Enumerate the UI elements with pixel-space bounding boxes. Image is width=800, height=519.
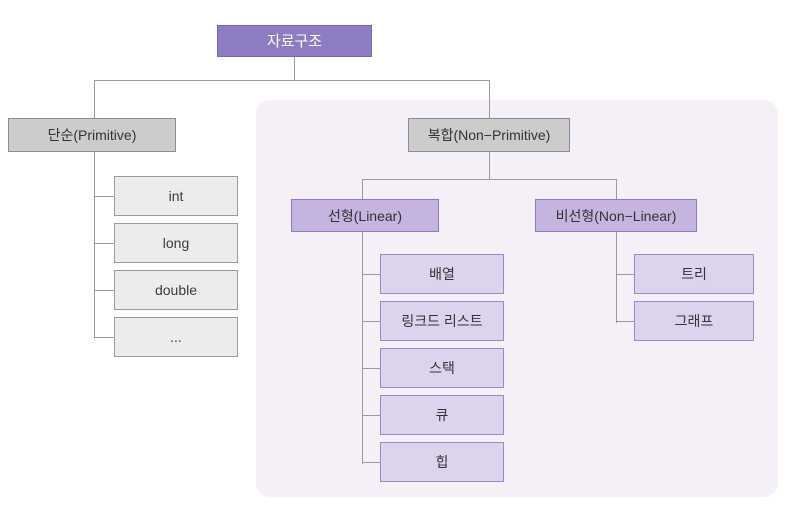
node-primitive-long[interactable]: long bbox=[114, 223, 238, 263]
connector-to-non-linear bbox=[616, 179, 617, 200]
connector-to-primitive bbox=[94, 80, 95, 118]
connector-to-non-primitive bbox=[489, 80, 490, 118]
node-root[interactable]: 자료구조 bbox=[217, 25, 372, 57]
connector-linear-stub-4 bbox=[362, 415, 380, 416]
connector-to-linear bbox=[362, 179, 363, 200]
connector-linear-stub-5 bbox=[362, 462, 380, 463]
node-primitive[interactable]: 단순(Primitive) bbox=[8, 118, 176, 152]
connector-root-stem bbox=[294, 57, 295, 81]
connector-primitive-stub-2 bbox=[94, 243, 114, 244]
node-linear-stack[interactable]: 스택 bbox=[380, 348, 504, 388]
connector-linear-stub-1 bbox=[362, 274, 380, 275]
node-primitive-double[interactable]: double bbox=[114, 270, 238, 310]
node-linear-array[interactable]: 배열 bbox=[380, 254, 504, 294]
node-non-linear-graph[interactable]: 그래프 bbox=[634, 301, 754, 341]
node-non-primitive[interactable]: 복합(Non−Primitive) bbox=[408, 118, 570, 152]
connector-primitive-stub-3 bbox=[94, 290, 114, 291]
node-primitive-ellipsis[interactable]: ... bbox=[114, 317, 238, 357]
connector-non-primitive-stem bbox=[489, 152, 490, 179]
node-non-linear[interactable]: 비선형(Non−Linear) bbox=[535, 199, 697, 232]
node-linear-linked-list[interactable]: 링크드 리스트 bbox=[380, 301, 504, 341]
node-linear[interactable]: 선형(Linear) bbox=[291, 199, 439, 232]
connector-primitive-stub-4 bbox=[94, 337, 114, 338]
node-non-linear-tree[interactable]: 트리 bbox=[634, 254, 754, 294]
connector-non-primitive-bus bbox=[362, 179, 616, 180]
connector-linear-stub-3 bbox=[362, 368, 380, 369]
connector-non-linear-stub-2 bbox=[616, 321, 634, 322]
node-linear-heap[interactable]: 힙 bbox=[380, 442, 504, 482]
node-linear-queue[interactable]: 큐 bbox=[380, 395, 504, 435]
non-primitive-group-panel bbox=[256, 100, 778, 497]
connector-root-bus bbox=[94, 80, 490, 81]
connector-linear-spine bbox=[362, 232, 363, 464]
node-primitive-int[interactable]: int bbox=[114, 176, 238, 216]
connector-non-linear-stub-1 bbox=[616, 274, 634, 275]
connector-primitive-stub-1 bbox=[94, 196, 114, 197]
connector-non-linear-spine bbox=[616, 232, 617, 323]
connector-linear-stub-2 bbox=[362, 321, 380, 322]
connector-primitive-spine bbox=[94, 152, 95, 338]
